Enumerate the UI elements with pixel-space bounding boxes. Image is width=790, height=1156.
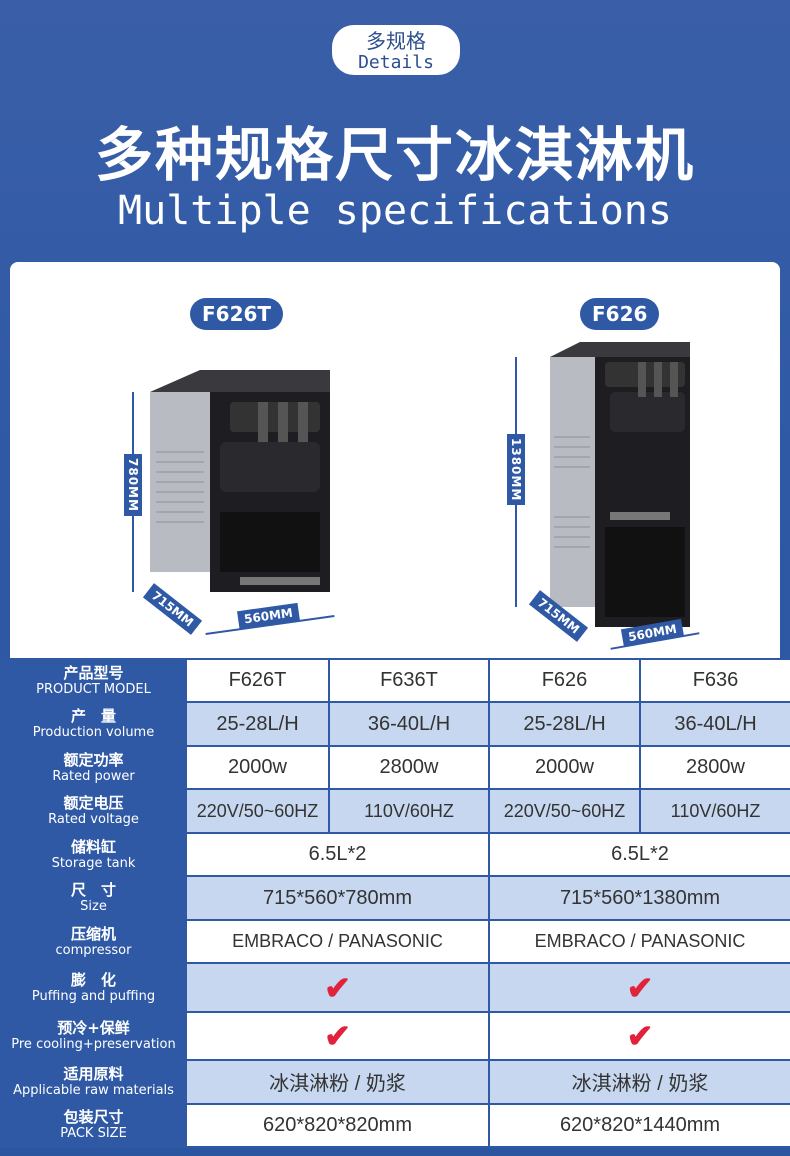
table-cell: 2800w: [328, 744, 490, 791]
table-cell: EMBRACO / PANASONIC: [488, 918, 790, 965]
table-cell: 6.5L*2: [488, 831, 790, 878]
height-label-f626: 1380MM: [507, 434, 525, 506]
table-cell: ✔: [488, 1010, 790, 1062]
table-cell: F636: [639, 657, 790, 704]
table-cell: ✔: [185, 962, 490, 1013]
badge-zh: 多规格: [366, 29, 426, 53]
table-cell: 220V/50~60HZ: [185, 788, 330, 834]
table-cell: F626T: [185, 657, 330, 704]
table-cell: 220V/50~60HZ: [488, 788, 641, 834]
table-cell: 冰淇淋粉 / 奶浆: [488, 1059, 790, 1105]
height-label-f626t: 780MM: [124, 454, 142, 516]
table-cell: 110V/60HZ: [639, 788, 790, 834]
check-icon: ✔: [626, 969, 654, 1006]
table-cell: 36-40L/H: [639, 701, 790, 747]
table-cell: 110V/60HZ: [328, 788, 490, 834]
table-cell: 冰淇淋粉 / 奶浆: [185, 1059, 490, 1105]
badge-en: Details: [358, 52, 434, 73]
table-cell: 6.5L*2: [185, 831, 490, 878]
page-subtitle: Multiple specifications: [118, 188, 672, 234]
details-badge: 多规格 Details: [332, 25, 460, 75]
product-image-card: F626T 780MM 715MM 560MM F626: [10, 262, 780, 672]
table-cell: 715*560*780mm: [185, 875, 490, 921]
table-cell: 620*820*1440mm: [488, 1102, 790, 1148]
machine-image-f626: [550, 342, 690, 637]
check-icon: ✔: [324, 969, 351, 1006]
table-cell: F626: [488, 657, 641, 704]
table-cell: ✔: [185, 1010, 490, 1062]
table-cell: 25-28L/H: [488, 701, 641, 747]
table-cell: 620*820*820mm: [185, 1102, 490, 1148]
check-icon: ✔: [324, 1017, 351, 1054]
table-cell: 2000w: [185, 744, 330, 791]
table-cell: EMBRACO / PANASONIC: [185, 918, 490, 965]
table-cell: 2800w: [639, 744, 790, 791]
table-cell: 715*560*1380mm: [488, 875, 790, 921]
table-cell: 36-40L/H: [328, 701, 490, 747]
check-icon: ✔: [626, 1017, 654, 1054]
table-cell: ✔: [488, 962, 790, 1013]
table-cell: F636T: [328, 657, 490, 704]
page-title: 多种规格尺寸冰淇淋机: [94, 121, 695, 189]
machine-image-f626t: [150, 370, 330, 592]
model-tag-f626t: F626T: [190, 298, 284, 330]
table-cell: 25-28L/H: [185, 701, 330, 747]
table-cell: 2000w: [488, 744, 641, 791]
model-tag-f626: F626: [580, 298, 660, 330]
